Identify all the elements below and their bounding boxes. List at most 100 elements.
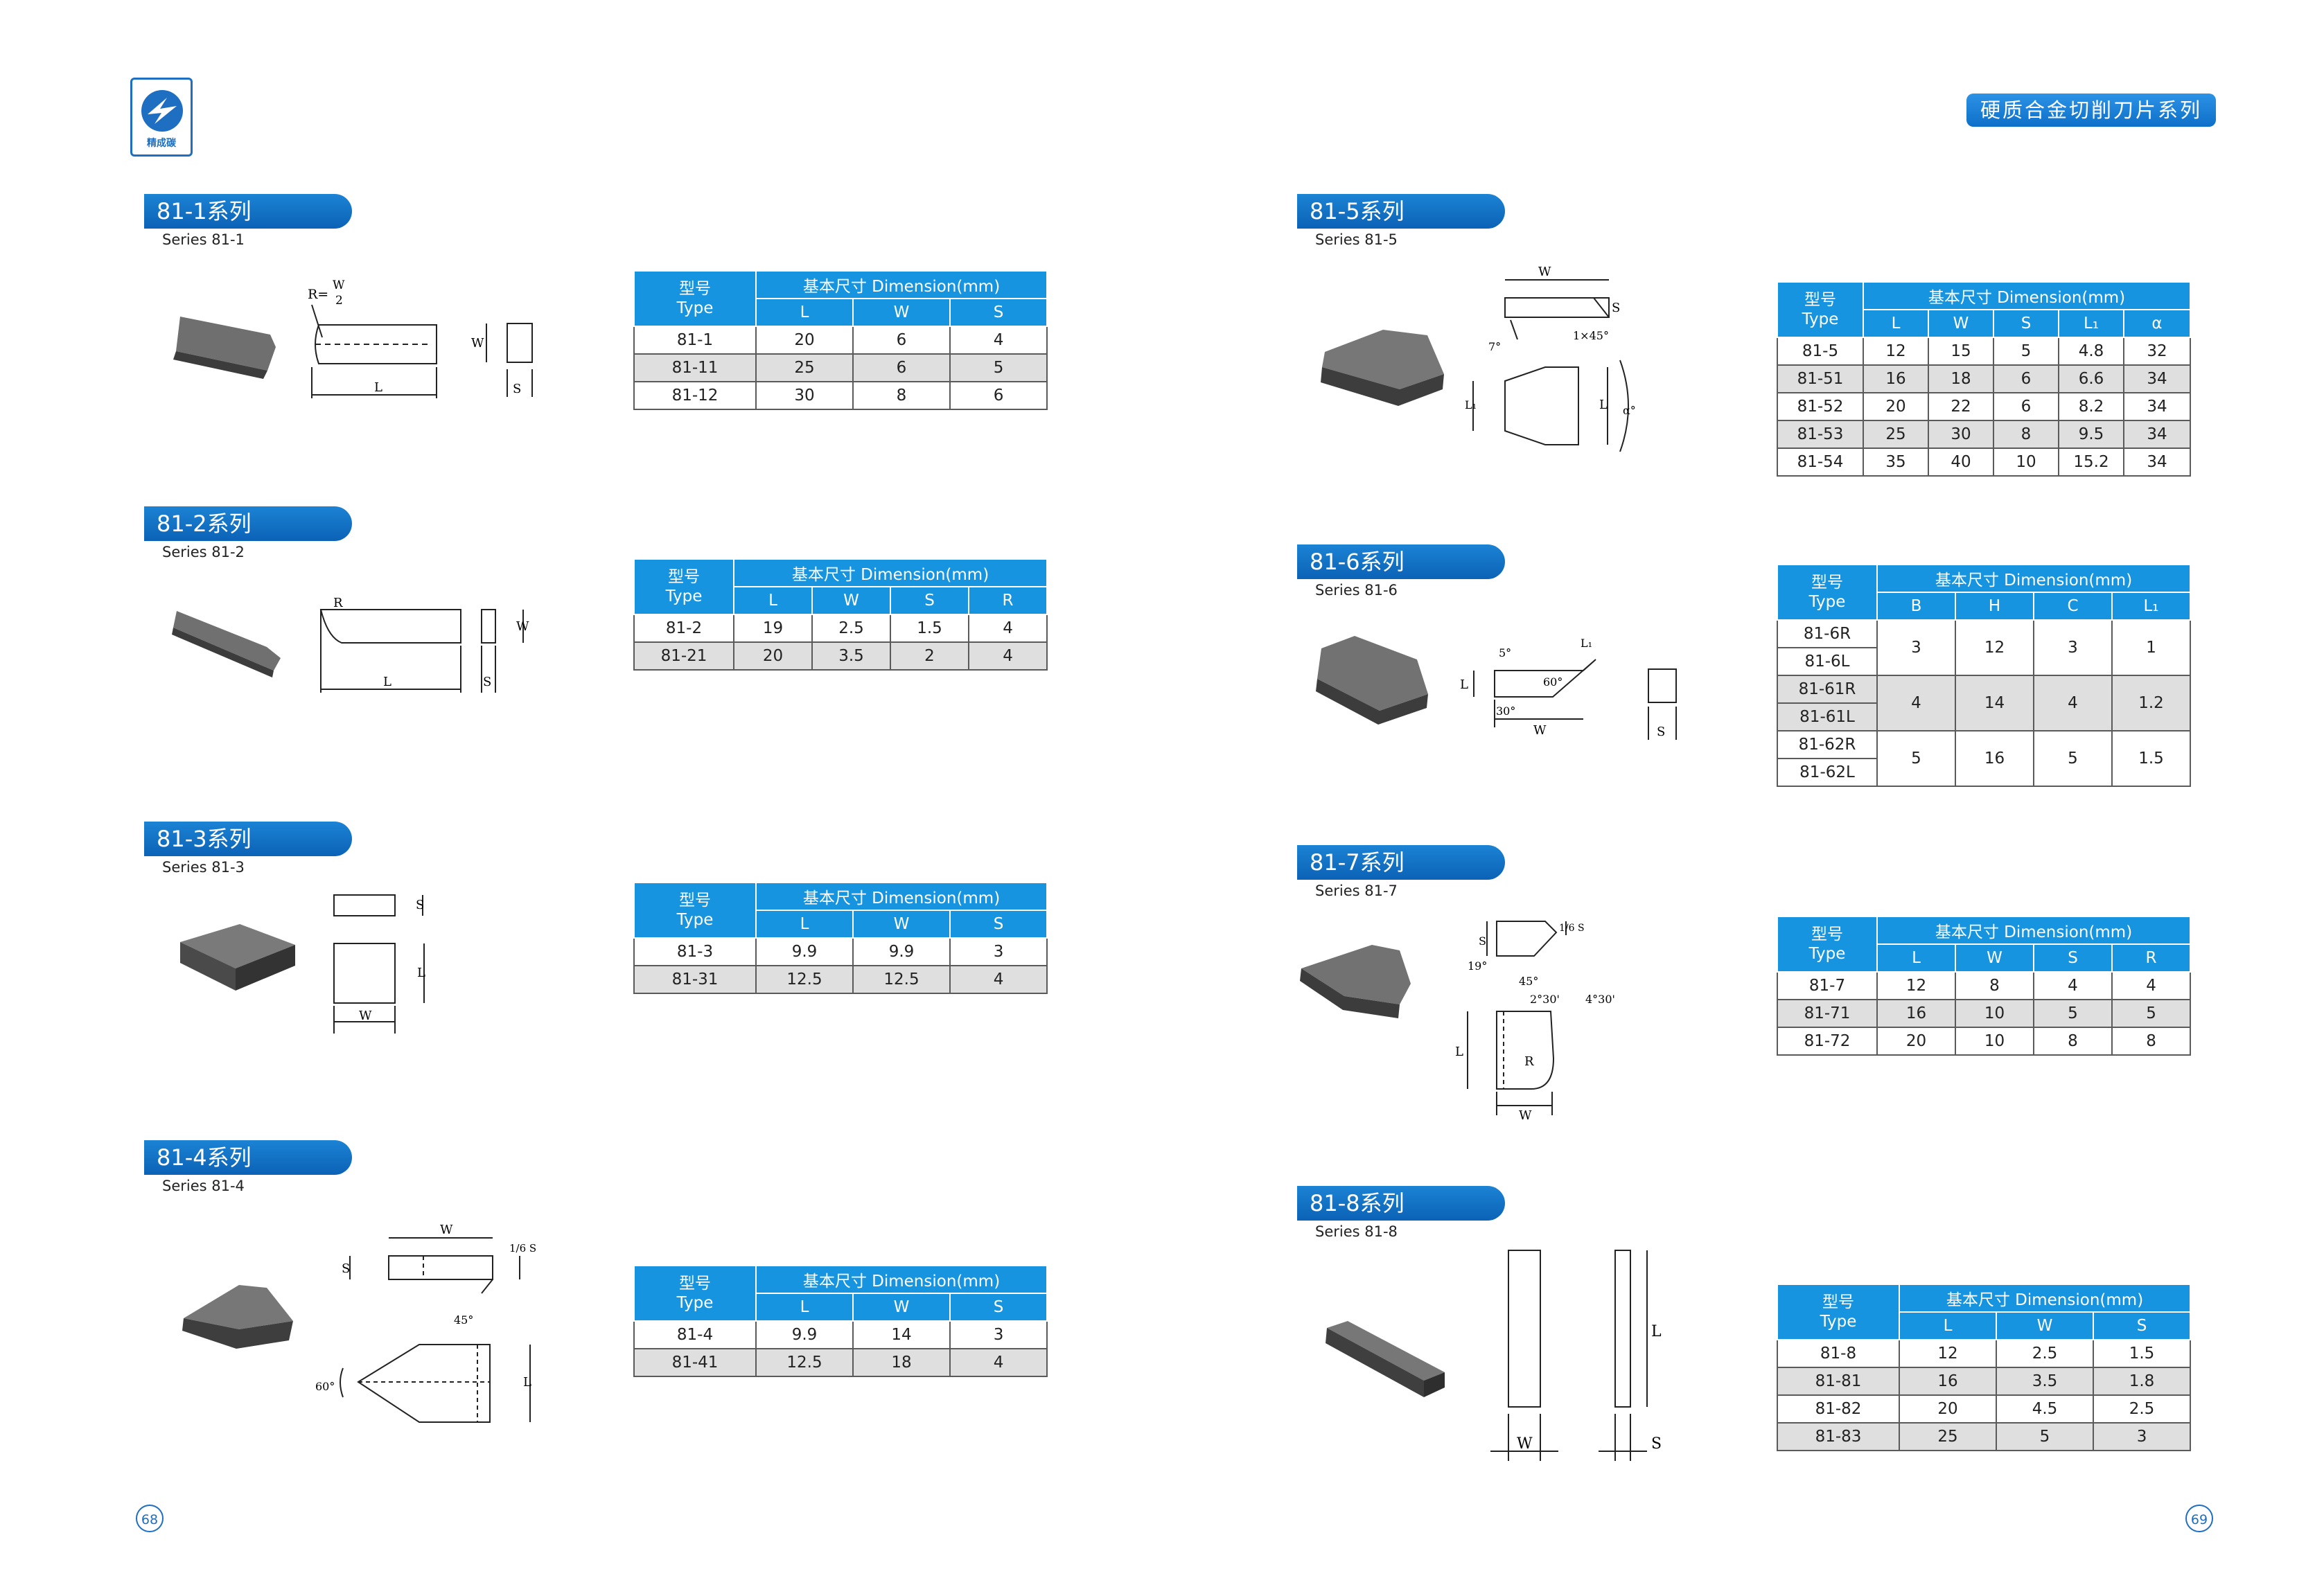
page-number-left: 68 — [136, 1505, 164, 1532]
dim-label-w: W — [1517, 1435, 1533, 1453]
table-cell: 5 — [2111, 999, 2192, 1028]
table-cell: 81-52 — [1777, 392, 1864, 421]
table-cell: 20 — [1863, 392, 1929, 421]
table-cell: 34 — [2123, 392, 2191, 421]
dim-label-l: L — [1460, 677, 1468, 692]
table-cell: 4 — [1876, 675, 1956, 732]
table-cell: 81-41 — [633, 1348, 757, 1377]
col-header: H — [1955, 592, 2034, 621]
table-cell: 5 — [2033, 999, 2113, 1028]
table-cell: 4.5 — [1996, 1394, 2094, 1424]
table-cell: 25 — [1899, 1422, 1997, 1451]
section-subtitle-81-8: Series 81-8 — [1315, 1223, 1398, 1240]
table-cell: 5 — [949, 353, 1048, 382]
table-cell: 6.6 — [2058, 364, 2124, 393]
table-cell: 3.5 — [811, 641, 891, 671]
col-header: α — [2123, 310, 2191, 338]
dim-label-60: 60° — [1543, 675, 1562, 689]
table-cell: 3 — [1876, 619, 1956, 676]
drawing-81-7: S 1/6 S 19° 45° 2°30' 4°30' L R W — [1300, 921, 1615, 1123]
table-cell: 81-5 — [1777, 337, 1864, 366]
dim-label-alpha: α° — [1623, 404, 1636, 417]
dim-label-45: 45° — [454, 1313, 473, 1327]
col-header: L — [755, 910, 854, 939]
dim-label-w2: W — [471, 336, 484, 351]
table-cell: 81-81 — [1777, 1367, 1900, 1396]
col-header: R — [2111, 944, 2192, 973]
dim-label-s: S — [1651, 1435, 1662, 1453]
section-title-81-8: 81-8系列 — [1297, 1186, 1505, 1221]
table-cell: 8 — [852, 381, 951, 410]
dim-label-chamfer: 1×45° — [1573, 329, 1609, 342]
table-cell: 81-71 — [1777, 999, 1878, 1028]
table-cell: 25 — [1863, 420, 1929, 449]
table-cell: 34 — [2123, 364, 2191, 393]
table-cell: 3 — [949, 937, 1048, 966]
dim-label-w: W — [1538, 265, 1551, 279]
section-subtitle-81-3: Series 81-3 — [162, 859, 245, 876]
table-cell: 19 — [733, 614, 813, 643]
table-cell: 81-11 — [633, 353, 757, 382]
table-cell: 4 — [949, 1348, 1048, 1377]
col-header: L₁ — [2111, 592, 2192, 621]
col-header: S — [2033, 944, 2113, 973]
table-cell: 4.8 — [2058, 337, 2124, 366]
table-cell: 6 — [1993, 364, 2059, 393]
dim-label-l: L — [1651, 1323, 1662, 1340]
table-cell: 8 — [2111, 1027, 2192, 1056]
col-header-dimension: 基本尺寸 Dimension(mm) — [755, 272, 1048, 299]
dim-label-r: R= — [308, 287, 328, 302]
col-header: W — [1928, 310, 1994, 338]
table-cell: 1.5 — [890, 614, 969, 643]
table-row: 81-62L — [1777, 758, 2190, 787]
table-cell: 2 — [890, 641, 969, 671]
col-header: L₁ — [2058, 310, 2124, 338]
logo-mark-icon — [141, 90, 183, 132]
table-cell: 4 — [2111, 971, 2192, 1000]
dim-label-s: S — [1612, 301, 1620, 315]
dim-label-r: R — [1524, 1054, 1534, 1069]
table-cell: 81-31 — [633, 965, 757, 994]
col-header-dimension: 基本尺寸 Dimension(mm) — [755, 883, 1048, 911]
dim-label-frac: 1/6 S — [1559, 923, 1585, 934]
dim-label-430: 4°30' — [1585, 993, 1615, 1006]
table-cell: 20 — [1899, 1394, 1997, 1424]
page-number-right: 69 — [2185, 1505, 2213, 1532]
col-header: S — [949, 1293, 1048, 1322]
col-header-dimension: 基本尺寸 Dimension(mm) — [1863, 283, 2191, 310]
table-cell: 81-62L — [1777, 758, 1878, 787]
dim-label-s: S — [416, 898, 424, 912]
dim-label-s: S — [1657, 725, 1665, 739]
table-cell: 8 — [1955, 971, 2034, 1000]
dim-label-s: S — [513, 382, 521, 396]
table-cell: 6 — [852, 353, 951, 382]
table-cell: 4 — [949, 326, 1048, 355]
table-cell: 81-83 — [1777, 1422, 1900, 1451]
table-row: 81-6L — [1777, 647, 2190, 676]
dim-label-two: 2 — [335, 294, 343, 308]
table-cell: 16 — [1899, 1367, 1997, 1396]
dim-label-l: L — [1599, 398, 1608, 412]
table-cell: 5 — [1876, 730, 1956, 787]
table-cell: 15.2 — [2058, 447, 2124, 477]
table-cell: 9.9 — [755, 937, 854, 966]
table-cell: 12.5 — [755, 1348, 854, 1377]
col-header: L — [1899, 1312, 1997, 1340]
col-header: C — [2033, 592, 2113, 621]
table-cell: 16 — [1863, 364, 1929, 393]
table-cell: 1 — [2111, 619, 2192, 676]
